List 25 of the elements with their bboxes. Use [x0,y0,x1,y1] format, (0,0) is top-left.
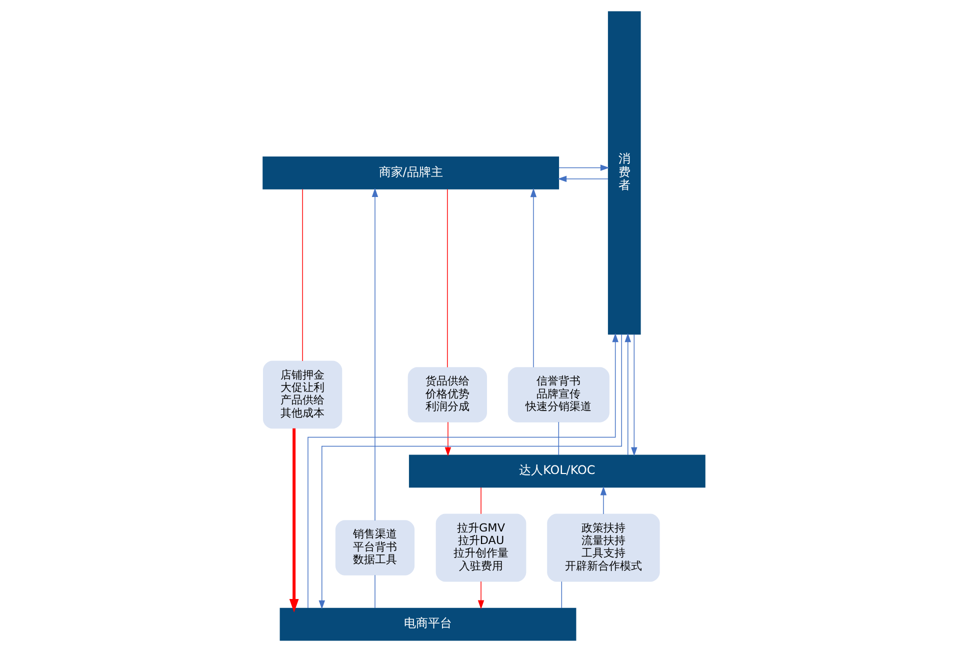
node-box: 销售渠道 平台背书 数据工具 [334,520,414,576]
connector [558,422,559,456]
node-box: 消费者 [607,11,640,335]
arrow [624,333,631,456]
arrow [558,164,609,171]
node-box: 政策扶持 流量扶持 工具支持 开辟新合作模式 [546,514,660,582]
connector [446,188,448,368]
connector [560,581,562,608]
arrow [557,176,608,182]
arrow [630,334,637,456]
arrow [530,188,536,368]
node-box: 拉升GMV 拉升DAU 拉升创作量 入驻费用 [435,514,526,582]
arrow [288,428,298,612]
node-box: 货品供给 价格优势 利润分成 [407,367,486,422]
arrow [600,486,606,514]
connector [480,487,481,514]
node-box: 信誉背书 品牌宣传 快速分销渠道 [507,367,609,422]
node-box: 店铺押金 大促让利 产品供给 其他成本 [262,360,342,429]
node-box: 达人KOL/KOC [408,454,705,488]
node-box: 商家/品牌主 [262,156,559,190]
connector [374,574,375,608]
node-box: 电商平台 [279,608,576,641]
arrow [477,581,484,610]
arrow [444,422,451,456]
arrow [371,188,378,521]
